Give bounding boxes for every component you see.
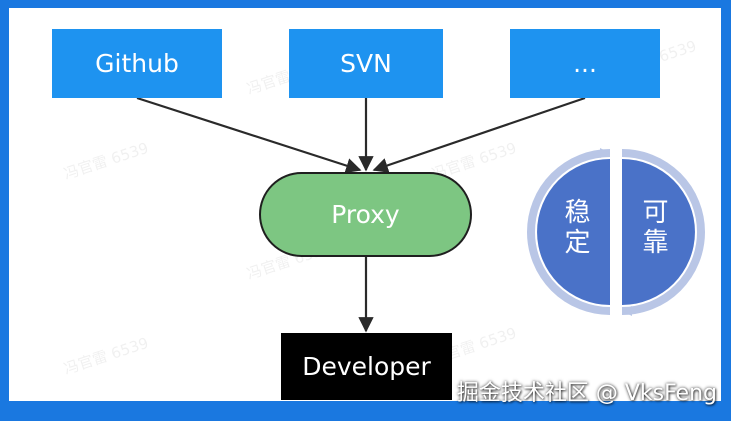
badge-arrow-bottom-icon bbox=[622, 306, 632, 316]
edge-github-proxy bbox=[136, 96, 362, 174]
reliability-badge bbox=[527, 148, 705, 316]
credit-watermark: 掘金技术社区 @ VksFeng bbox=[456, 381, 717, 406]
edge-more-proxy bbox=[372, 96, 586, 173]
badge-arrow-top-icon bbox=[600, 148, 610, 158]
source-svn-label: SVN bbox=[340, 49, 392, 78]
proxy-node: Proxy bbox=[259, 172, 472, 257]
badge-half-left bbox=[537, 159, 610, 305]
badge-left-text: 稳定 bbox=[560, 198, 590, 258]
source-svn: SVN bbox=[289, 29, 443, 98]
badge-half-right bbox=[622, 159, 695, 305]
badge-right-text: 可靠 bbox=[638, 198, 668, 258]
source-github: Github bbox=[52, 29, 222, 98]
developer-label: Developer bbox=[302, 352, 431, 381]
source-github-label: Github bbox=[95, 49, 179, 78]
source-more: ... bbox=[510, 29, 660, 98]
badge-ring-right bbox=[621, 149, 705, 315]
badge-ring-left bbox=[527, 149, 611, 315]
source-more-label: ... bbox=[573, 49, 597, 78]
proxy-label: Proxy bbox=[331, 200, 400, 229]
developer-node: Developer bbox=[281, 333, 452, 400]
